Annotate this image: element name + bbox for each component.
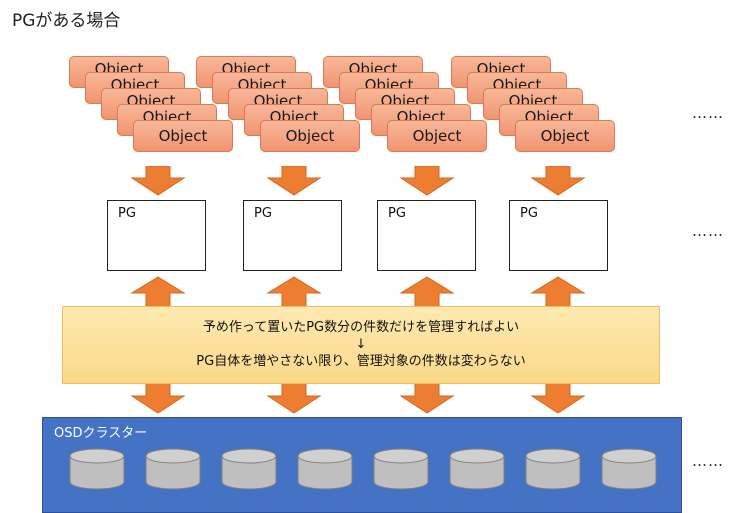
note-box: 予め作って置いたPG数分の件数だけを管理すればよい ↓ PG自体を増やさない限り… — [62, 306, 660, 384]
disk-icon — [145, 448, 201, 490]
note-line-1: 予め作って置いたPG数分の件数だけを管理すればよい — [202, 320, 520, 335]
disk-icon — [373, 448, 429, 490]
disk-icon — [449, 448, 505, 490]
object-box: Object — [260, 120, 360, 152]
osd-cluster-label: OSDクラスター — [54, 426, 148, 441]
pg-box: PG — [377, 200, 476, 271]
arrow-up-icon — [530, 276, 586, 308]
pg-box: PG — [509, 200, 608, 271]
ellipsis-osd: …… — [692, 452, 724, 470]
disk-icon — [221, 448, 277, 490]
note-line-3: PG自体を増やさない限り、管理対象の件数は変わらない — [196, 354, 526, 369]
page-title: PGがある場合 — [12, 11, 121, 31]
disk-icon — [297, 448, 353, 490]
disk-icon — [601, 448, 657, 490]
arrow-down-icon — [130, 382, 186, 414]
arrow-up-icon — [399, 276, 455, 308]
arrow-up-icon — [266, 276, 322, 308]
arrow-down-icon — [399, 382, 455, 414]
object-box: Object — [387, 120, 487, 152]
arrow-down-icon — [266, 382, 322, 414]
arrow-down-icon — [530, 166, 586, 196]
arrow-down-icon — [130, 166, 186, 196]
osd-cluster: OSDクラスター — [42, 417, 682, 513]
arrow-down-icon — [266, 166, 322, 196]
disk-icon — [69, 448, 125, 490]
note-arrow: ↓ — [355, 337, 367, 352]
pg-box: PG — [107, 200, 206, 271]
ellipsis-objects: …… — [692, 104, 724, 122]
arrow-down-icon — [399, 166, 455, 196]
disk-icon — [525, 448, 581, 490]
pg-box: PG — [243, 200, 342, 271]
object-box: Object — [515, 120, 615, 152]
ellipsis-pg: …… — [692, 222, 724, 240]
object-box: Object — [133, 120, 233, 152]
arrow-up-icon — [130, 276, 186, 308]
arrow-down-icon — [530, 382, 586, 414]
